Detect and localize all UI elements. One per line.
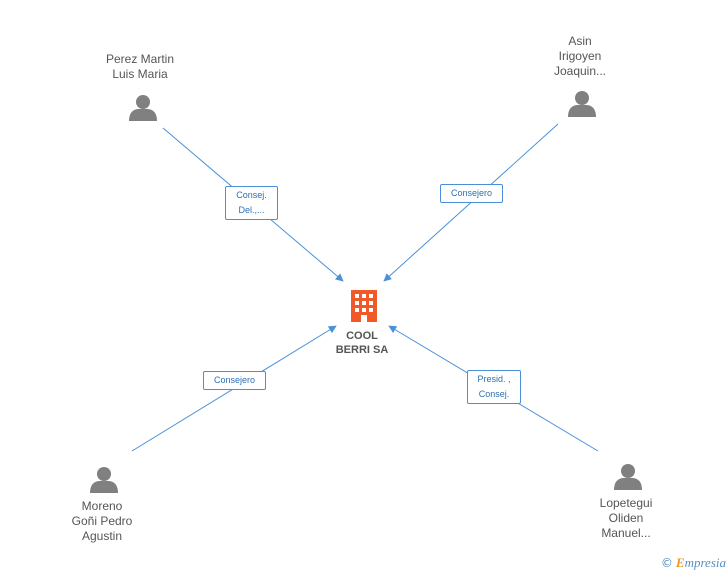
person-name-moreno[interactable]: Moreno Goñi Pedro Agustin (52, 499, 152, 544)
relation-label-line: Consej. (478, 389, 510, 399)
person-name-perez[interactable]: Perez Martin Luis Maria (90, 52, 190, 82)
relation-label-perez[interactable]: Consej. Del.,... (225, 186, 278, 220)
person-name-line: Goñi Pedro (71, 514, 133, 528)
person-icon-moreno[interactable] (90, 467, 118, 493)
person-name-line: Luis Maria (112, 67, 168, 81)
person-name-asin[interactable]: Asin Irigoyen Joaquin... (530, 34, 630, 79)
person-name-line: Lopetegui (599, 496, 653, 510)
company-name-line: BERRI SA (335, 344, 389, 356)
person-name-line: Moreno (81, 499, 123, 513)
person-name-line: Irigoyen (558, 49, 602, 63)
relation-label-line: Presid. , (477, 374, 511, 384)
brand-name: mpresia (684, 555, 726, 570)
relation-label-asin[interactable]: Consejero (440, 184, 503, 203)
person-name-line: Joaquin... (553, 64, 607, 78)
building-icon[interactable] (351, 290, 377, 322)
person-name-line: Agustin (81, 529, 123, 543)
relation-label-line: Consejero (450, 188, 493, 198)
person-name-line: Asin (568, 34, 592, 48)
brand-footer[interactable]: ©Empresia (661, 555, 726, 571)
person-name-line: Manuel... (601, 526, 651, 540)
person-icon-asin[interactable] (568, 91, 596, 117)
person-icon-lopetegui[interactable] (614, 464, 642, 490)
copyright-icon: © (660, 556, 673, 570)
relation-label-line: Del.,... (238, 205, 265, 215)
person-icon-perez[interactable] (129, 95, 157, 121)
company-name-line: COOL (346, 330, 378, 342)
relation-label-line: Consej. (236, 190, 267, 200)
company-name[interactable]: COOL BERRI SA (322, 329, 402, 357)
relation-label-lopetegui[interactable]: Presid. , Consej. (467, 370, 521, 404)
relation-label-moreno[interactable]: Consejero (203, 371, 266, 390)
person-name-lopetegui[interactable]: Lopetegui Oliden Manuel... (576, 496, 676, 541)
relation-label-line: Consejero (213, 375, 256, 385)
person-name-line: Perez Martin (105, 52, 175, 66)
brand-initial: E (675, 555, 685, 570)
person-name-line: Oliden (608, 511, 644, 525)
